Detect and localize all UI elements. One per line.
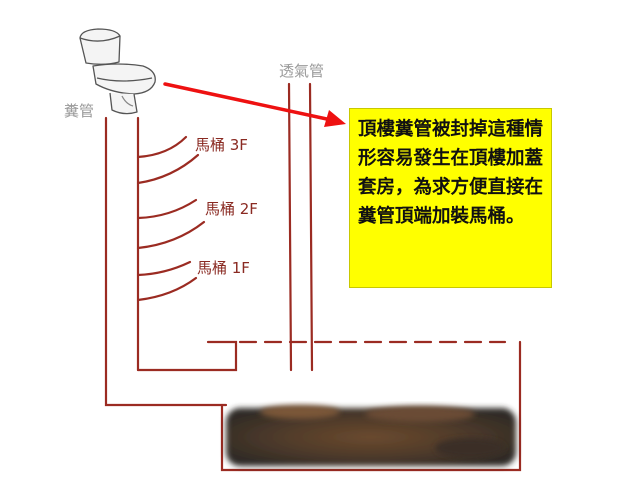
red-arrow [163,82,346,127]
toilet-3f-label: 馬桶 3F [195,136,248,154]
toilet-icon [79,28,156,115]
branch-pipe-2f [136,198,206,250]
branch-pipe-3f [136,135,200,185]
sewage-pipe-label: 糞管 [64,102,95,120]
toilet-1f-label: 馬桶 1F [197,259,250,277]
septic-tank [220,340,522,472]
branch-pipe-1f [136,260,198,302]
toilet-2f-label: 馬桶 2F [205,200,258,218]
sewage-stack [104,116,238,407]
sludge [226,405,516,466]
vent-pipe-label: 透氣管 [279,62,325,80]
note-text: 頂樓糞管被封掉這種情形容易發生在頂樓加蓋套房，為求方便直接在糞管頂端加裝馬桶。 [358,119,544,227]
note-box: 頂樓糞管被封掉這種情形容易發生在頂樓加蓋套房，為求方便直接在糞管頂端加裝馬桶。 [349,108,552,288]
vent-pipe [287,82,314,372]
